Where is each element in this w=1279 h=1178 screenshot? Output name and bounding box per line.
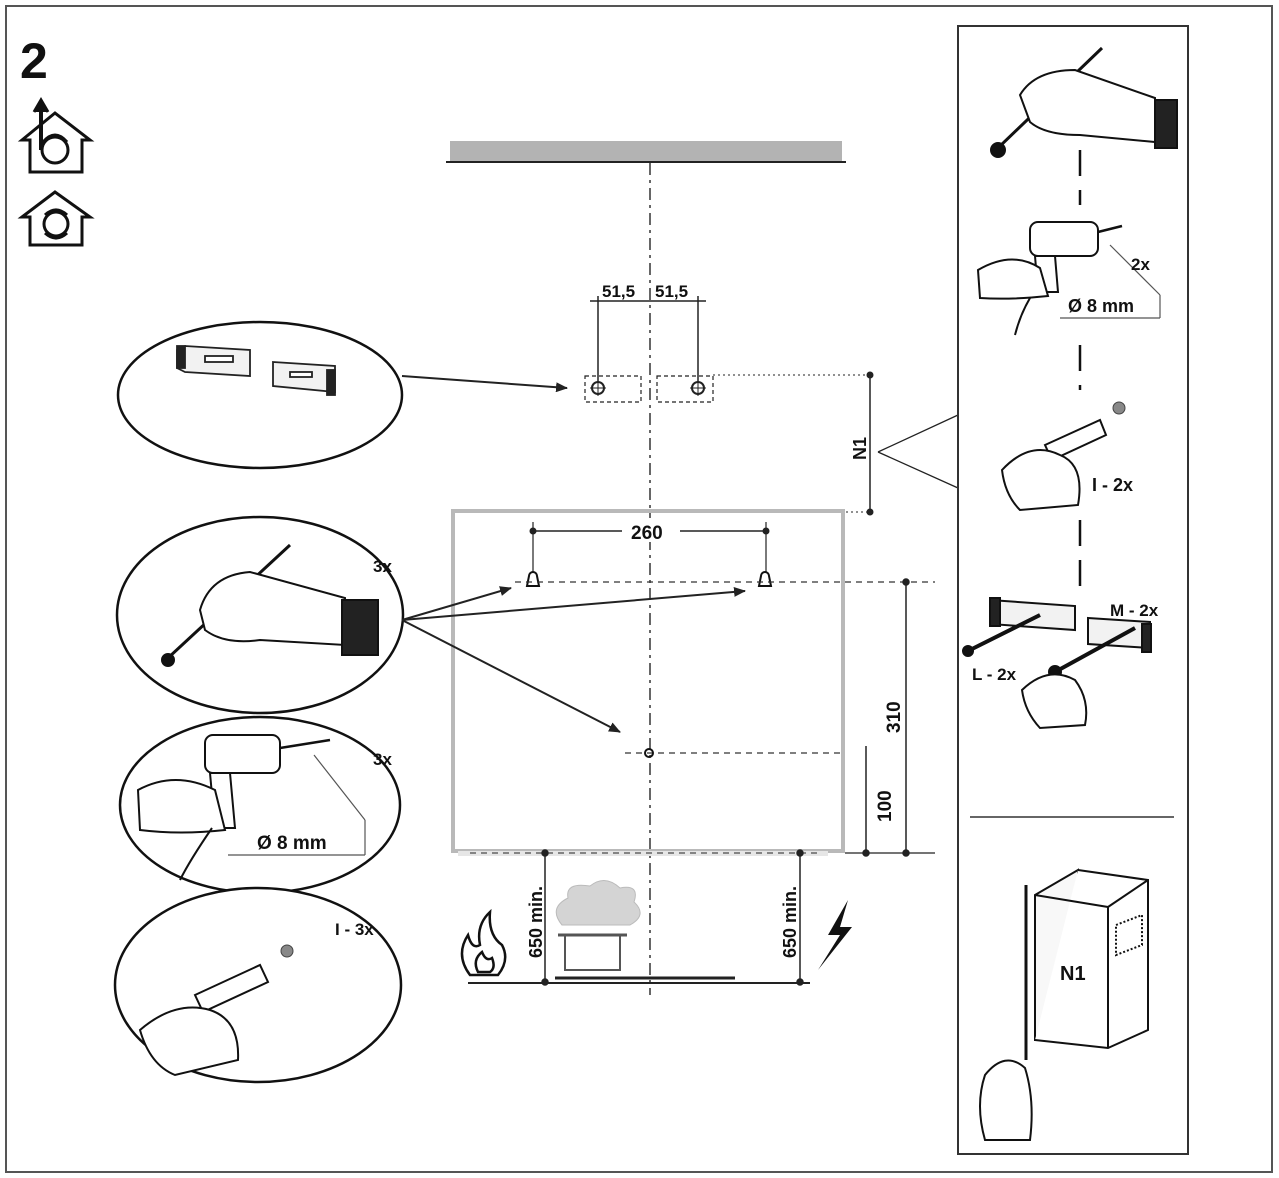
chimney-n1-label: N1	[1060, 963, 1086, 985]
dim-650-min-right: 650 min.	[780, 886, 800, 958]
drill-diameter-right: Ø 8 mm	[1068, 296, 1134, 316]
recirculation-house-icon	[17, 190, 95, 247]
lightning-bolt-icon	[818, 900, 852, 970]
keyhole-slots	[525, 571, 773, 587]
wall-brackets-icon	[176, 345, 336, 396]
drill-count-left: 3x	[373, 750, 392, 769]
height-dimensions	[845, 578, 935, 857]
outer-frame	[5, 5, 1273, 1173]
screw-m-label: M - 2x	[1110, 601, 1159, 620]
wall-hole-icon	[280, 944, 294, 958]
hand-drill-icon	[136, 734, 331, 881]
center-hole	[644, 748, 654, 758]
step-number: 2	[20, 33, 48, 89]
ducted-exhaust-house-icon	[17, 97, 95, 174]
dim-310: 310	[884, 701, 905, 733]
panel-hand-drill-icon	[976, 221, 1123, 336]
pot-steam-icon	[555, 880, 641, 971]
dim-n1: N1	[850, 437, 870, 460]
dim-260: 260	[631, 523, 663, 544]
hand-wall-plug-icon	[138, 963, 270, 1077]
dim-51-5-right: 51,5	[655, 282, 688, 301]
min-height-dimensions	[468, 849, 820, 986]
panel-wall-hole-icon	[1112, 401, 1126, 415]
plug-count-left: I - 3x	[335, 920, 374, 939]
dim-650-min-left: 650 min.	[526, 886, 546, 958]
plug-count-right: I - 2x	[1092, 475, 1133, 495]
chimney-n1-icon	[979, 868, 1149, 1141]
mark-count: 3x	[373, 557, 392, 576]
n1-dimension	[716, 371, 959, 516]
dim-100: 100	[875, 790, 896, 822]
panel-hand-wall-plug-icon	[1000, 418, 1108, 512]
drill-count-right: 2x	[1131, 255, 1150, 274]
hood-outline	[451, 509, 845, 853]
hand-pencil-icon	[161, 543, 379, 667]
drill-diameter-left: Ø 8 mm	[257, 833, 327, 854]
dim-51-5-left: 51,5	[602, 282, 635, 301]
panel-hand-pencil-icon	[990, 46, 1178, 158]
flame-icon	[460, 908, 507, 977]
ceiling	[450, 141, 842, 161]
screw-l-label: L - 2x	[972, 665, 1017, 684]
bracket-holes	[584, 296, 870, 403]
brackets-callout	[116, 320, 404, 470]
panel-screws-brackets-icon	[962, 597, 1152, 730]
